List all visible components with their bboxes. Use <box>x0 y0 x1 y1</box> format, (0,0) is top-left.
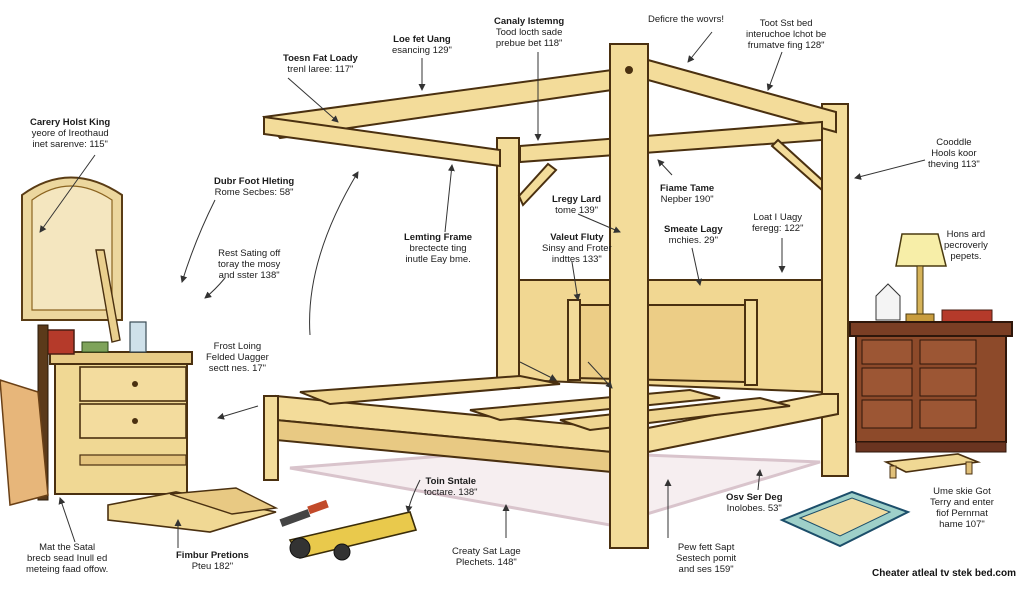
callout-label: Osv Ser Deg Inolobes. 53" <box>726 492 783 514</box>
callout-label: Hons ard pecroverly pepets. <box>944 229 988 262</box>
callout-label: Ume skie Got Terry and enter fiof Pernrn… <box>930 486 994 530</box>
vanity-mirror <box>21 176 123 321</box>
callout-label: Dubr Foot Hleting Rome Secbes: 58" <box>214 176 295 198</box>
callout-label: Smeate Lagy mchies. 29" <box>664 224 723 246</box>
footstool <box>883 453 982 479</box>
dresser-right <box>849 233 1013 453</box>
callout-label: Deficre the wovrs! <box>648 14 725 25</box>
callout-label: Toin Sntale toctare. 138" <box>424 476 478 498</box>
callout-label: Toesn Fat Loady trenl laree: 117" <box>283 53 358 75</box>
callout-label: Canaly Istemng Tood locth sade prebue be… <box>494 16 565 49</box>
callout-label: Mat the Satal brecb sead Inull ed metein… <box>26 542 109 575</box>
callout-label: Pew fett Sapt Sestech pomit and ses 159" <box>676 542 737 575</box>
loose-board <box>0 379 49 506</box>
tools <box>107 487 418 561</box>
callout-label: Frost Loing Felded Uagger sectt nes. 17" <box>206 341 269 374</box>
callout-label: Fiame Tame Nepber 190" <box>660 183 715 205</box>
nightstand-left <box>37 249 193 501</box>
credit-text: Cheater atleal tv stek bed.com <box>872 568 1016 579</box>
callout-label: Creaty Sat Lage Plechets. 148" <box>452 546 521 568</box>
callout-label: Lregy Lard tome 139" <box>552 194 602 216</box>
callout-label: Lemting Frame brectecte ting inutle Eay … <box>404 232 473 265</box>
callout-label: Loat I Uagy feregg: 122" <box>752 212 804 234</box>
leader-lines <box>39 31 926 548</box>
callout-label: Valeut Fluty Sinsy and Froter indttes 13… <box>542 232 612 265</box>
tray <box>779 490 911 548</box>
callout-label: Cooddle Hools koor theving 113" <box>928 137 980 170</box>
canopy-bed-frame <box>262 43 849 549</box>
callout-label: Carery Holst King yeore of Ireothaud ine… <box>30 117 111 150</box>
callout-label: Rest Sating off toray the mosy and sster… <box>218 248 281 281</box>
callout-label: Loe fet Uang esancing 129" <box>392 34 452 56</box>
callout-label: Fimbur Pretions Pteu 182" <box>176 550 249 572</box>
callout-label: Toot Sst bed interuchoe lchot be frumatv… <box>746 18 827 51</box>
